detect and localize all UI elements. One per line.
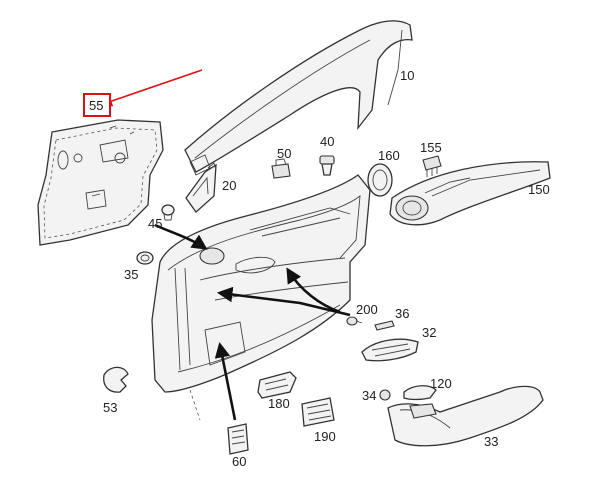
switch-trim-part-120 xyxy=(403,385,437,401)
callout-45: 45 xyxy=(148,216,162,231)
door-insulation-sheet-part xyxy=(37,119,164,246)
clip-part-155 xyxy=(422,155,442,177)
callout-50: 50 xyxy=(277,146,291,161)
upper-trim-panel-part xyxy=(389,161,551,226)
wrench-tool-part xyxy=(103,366,129,393)
tweeter-speaker-part xyxy=(367,163,393,197)
callout-180: 180 xyxy=(268,396,290,411)
window-switch-block-part xyxy=(227,423,249,455)
callout-32: 32 xyxy=(422,325,436,340)
pull-handle-insert-part xyxy=(361,338,419,362)
callout-36: 36 xyxy=(395,306,409,321)
callout-33: 33 xyxy=(484,434,498,449)
armrest-part xyxy=(387,385,544,447)
bracket-part-190 xyxy=(301,397,335,427)
callout-190: 190 xyxy=(314,429,336,444)
callout-10: 10 xyxy=(400,68,414,83)
callout-20: 20 xyxy=(222,178,236,193)
window-frame-trim-part xyxy=(184,20,413,176)
callout-160: 160 xyxy=(378,148,400,163)
callout-200: 200 xyxy=(356,302,378,317)
mirror-triangle-cover-part xyxy=(185,162,217,213)
switch-housing-part-180 xyxy=(257,371,297,399)
push-pin-part-200 xyxy=(346,316,363,326)
fastener-part-40 xyxy=(319,155,335,176)
clip-part-34 xyxy=(379,389,391,401)
callout-53: 53 xyxy=(103,400,117,415)
callout-120: 120 xyxy=(430,376,452,391)
door-trim-panel xyxy=(151,174,371,421)
callout-55: 55 xyxy=(89,98,103,113)
clip-part-50 xyxy=(271,158,291,179)
callout-40: 40 xyxy=(320,134,334,149)
callout-150: 150 xyxy=(528,182,550,197)
callout-35: 35 xyxy=(124,267,138,282)
highlight-box-55 xyxy=(83,93,111,117)
callout-34: 34 xyxy=(362,388,376,403)
fastener-part-35 xyxy=(136,251,154,265)
fastener-part-45 xyxy=(161,204,175,221)
callout-60: 60 xyxy=(232,454,246,469)
callout-155: 155 xyxy=(420,140,442,155)
trim-strip-part-36 xyxy=(374,320,395,331)
